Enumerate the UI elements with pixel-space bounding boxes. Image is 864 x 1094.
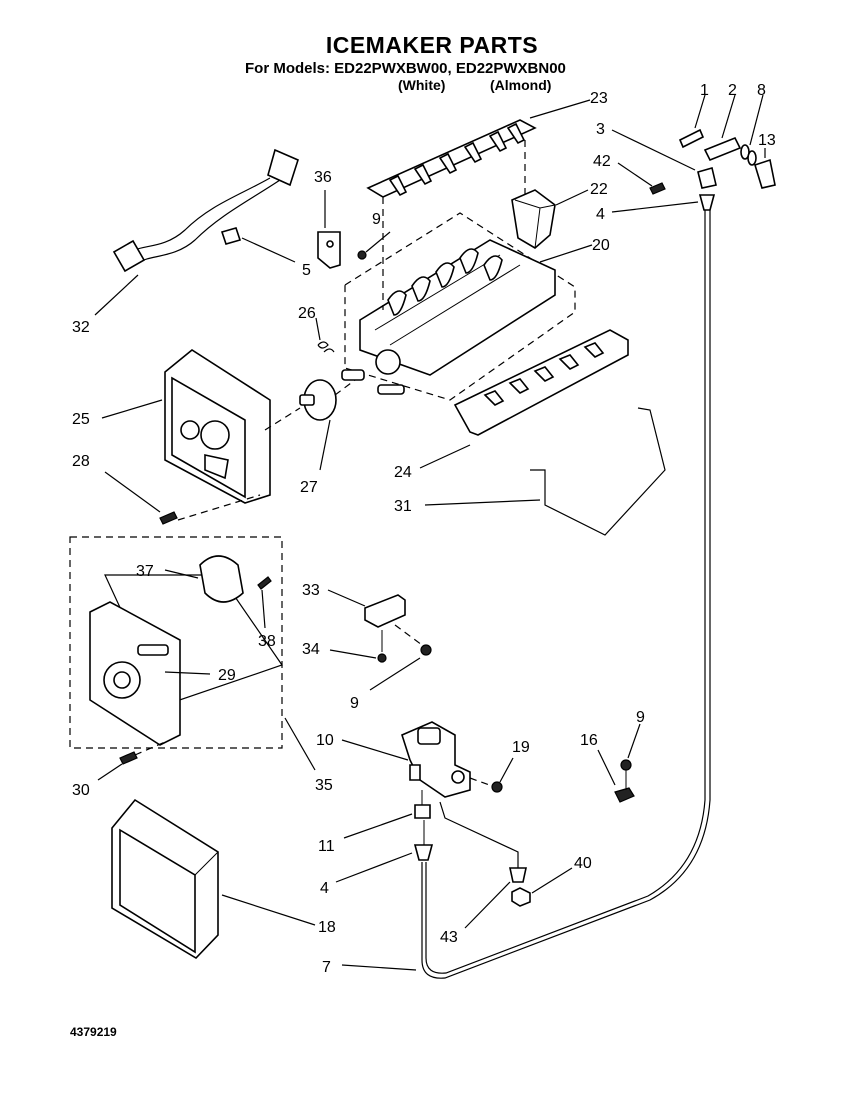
part-4-fitting-lower (335, 820, 434, 883)
part-26-spring (315, 317, 335, 353)
dash-link-27 (334, 379, 356, 396)
part-37-motor (164, 555, 244, 603)
callout-24: 24 (394, 464, 412, 481)
callout-10: 10 (316, 732, 334, 749)
part-9-screw-top (357, 231, 391, 260)
callout-9-right: 9 (636, 709, 645, 726)
callout-43: 43 (440, 929, 458, 946)
callout-18: 18 (318, 919, 336, 936)
callout-22: 22 (590, 181, 608, 198)
callout-30: 30 (72, 782, 90, 799)
callout-36: 36 (314, 169, 332, 186)
part-23-ejector-bar (366, 99, 591, 198)
part-25-housing (101, 349, 271, 504)
part-20-ice-mold (341, 212, 593, 401)
part-10-water-valve (341, 721, 471, 798)
part-34-screw (329, 630, 387, 663)
part-40-nut (511, 867, 573, 907)
callout-27: 27 (300, 479, 318, 496)
callout-1: 1 (700, 82, 709, 99)
callout-28: 28 (72, 453, 90, 470)
callout-16: 16 (580, 732, 598, 749)
callout-25: 25 (72, 411, 90, 428)
part-36-bracket (317, 190, 341, 269)
callout-13: 13 (758, 132, 776, 149)
dash-link-30 (134, 741, 166, 756)
callout-4-top: 4 (596, 206, 605, 223)
part-9-screw-mid (369, 644, 432, 691)
callout-33: 33 (302, 582, 320, 599)
part-7-water-tube (341, 210, 711, 979)
dash-link-33 (394, 624, 423, 646)
part-28-screw (104, 471, 178, 525)
callout-9-mid: 9 (350, 695, 359, 712)
part-24-cover-strip (419, 329, 629, 469)
callout-2: 2 (728, 82, 737, 99)
callout-5: 5 (302, 262, 311, 279)
callout-40: 40 (574, 855, 592, 872)
callout-11: 11 (318, 838, 335, 855)
leader-35 (284, 717, 316, 771)
callout-35: 35 (315, 777, 333, 794)
part-1-2-8-13-inlet-fittings (678, 94, 776, 189)
callout-labels: 1 2 8 3 13 42 4 23 22 20 36 9 5 32 26 25… (72, 82, 776, 976)
page-title: ICEMAKER PARTS (325, 32, 539, 58)
part-43-fitting (439, 801, 527, 929)
callout-23: 23 (590, 90, 608, 107)
callout-38: 38 (258, 633, 276, 650)
callout-37: 37 (136, 563, 154, 580)
callout-9-top: 9 (372, 211, 381, 228)
dash-link-19 (469, 777, 493, 787)
part-22-fill-cup (511, 189, 589, 249)
part-18-cover (111, 798, 316, 960)
part-38-screw (257, 576, 272, 629)
callout-4-lower: 4 (320, 880, 329, 897)
callout-29: 29 (218, 667, 236, 684)
callout-8: 8 (757, 82, 766, 99)
part-31-shutoff-arm (424, 407, 666, 536)
part-35-control-assembly (69, 536, 283, 749)
callout-26: 26 (298, 305, 316, 322)
part-19-screw (491, 757, 514, 793)
part-9-screw-right (620, 723, 641, 790)
part-33-cover (327, 589, 406, 628)
variant-almond-label: (Almond) (490, 77, 552, 93)
callout-31: 31 (394, 498, 412, 515)
callout-32: 32 (72, 319, 90, 336)
dash-link-28 (177, 494, 261, 521)
part-32-wire-harness (94, 148, 299, 316)
callout-42: 42 (593, 153, 611, 170)
dash-link-25 (264, 407, 301, 431)
model-numbers: For Models: ED22PWXBW00, ED22PWXBN00 (245, 60, 566, 77)
callout-20: 20 (592, 237, 610, 254)
part-27-coupler (299, 379, 337, 471)
callout-34: 34 (302, 641, 320, 658)
callout-3: 3 (596, 121, 605, 138)
part-30-screw (97, 751, 138, 781)
part-5-clip (220, 227, 296, 263)
part-3-4-42-fittings (611, 129, 717, 213)
variant-white-label: (White) (398, 77, 446, 93)
callout-7: 7 (322, 959, 331, 976)
part-16-clamp (597, 749, 635, 803)
callout-19: 19 (512, 739, 530, 756)
document-number: 4379219 (70, 1025, 117, 1039)
part-11-nut (343, 790, 431, 839)
